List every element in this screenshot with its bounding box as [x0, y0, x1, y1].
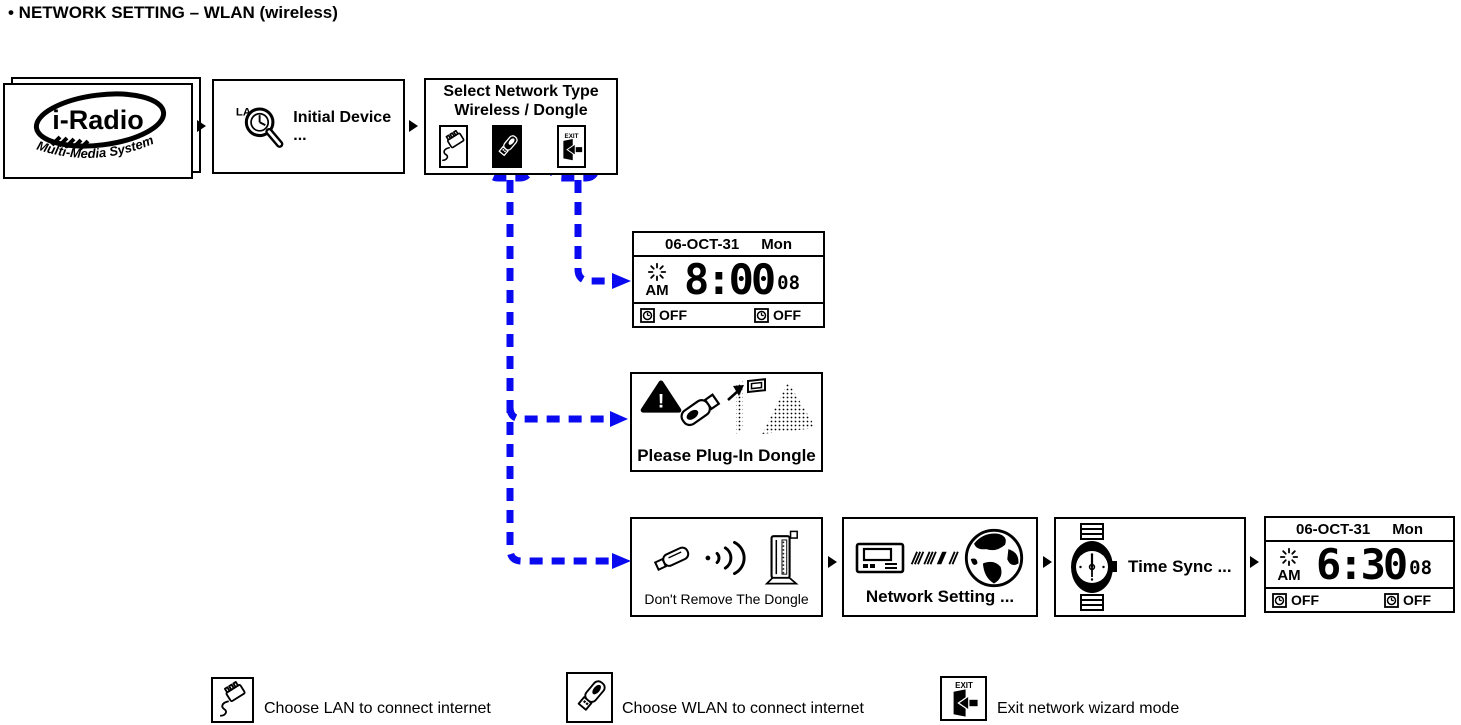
timer-icon: [640, 307, 655, 323]
globe-icon: [964, 528, 1024, 588]
iradio-logo: i-Radio Multi-Media System: [33, 91, 167, 161]
insert-arrow-icon: [727, 385, 744, 401]
alarm-2-state: OFF: [773, 307, 801, 323]
select-network-title-line2: Wireless / Dongle: [454, 102, 588, 119]
clock-date-row: 06-OCT-31 Mon: [1266, 518, 1453, 542]
clock-meridiem: AM: [1277, 566, 1301, 584]
wireless-waves-icon: [705, 540, 746, 576]
clock-time: 6:30: [1316, 539, 1408, 589]
clock-time-row: AM 8:00 08: [634, 257, 823, 302]
alarm-2: OFF: [754, 307, 801, 323]
exit-flow-arrowhead: [612, 273, 631, 289]
clock-seconds: 08: [1409, 557, 1433, 579]
time-sync-label: Time Sync ...: [1128, 557, 1232, 576]
plugin-branch-arrowhead: [610, 411, 628, 427]
exit-icon: EXIT: [953, 680, 978, 717]
clock-day: Mon: [1392, 520, 1424, 538]
alarm-2: OFF: [1384, 592, 1431, 608]
flow-arrow-3: [828, 556, 837, 568]
clock-alarm-row: OFF OFF: [634, 302, 823, 326]
warning-icon: !: [640, 380, 682, 413]
usb-dongle-icon: [577, 680, 606, 711]
alarm-1-state: OFF: [1291, 592, 1319, 608]
network-setting-screen: Network Setting ...: [842, 517, 1038, 617]
lan-option-button[interactable]: [439, 125, 468, 168]
flow-arrow-1: [197, 120, 206, 132]
exit-icon: EXIT: [563, 133, 583, 161]
clock-alarm-row: OFF OFF: [1266, 587, 1453, 611]
timer-icon: [1272, 592, 1287, 608]
sun-icon: [647, 262, 667, 281]
select-network-screen: Select Network Type Wireless / Dongle: [424, 78, 618, 175]
alarm-1: OFF: [640, 307, 687, 323]
usb-dongle-icon: [653, 546, 689, 572]
radio-device-icon: [855, 542, 905, 574]
router-icon: [764, 530, 799, 585]
initial-device-label: Initial Device ...: [293, 108, 392, 144]
clock-seconds: 08: [777, 272, 801, 294]
flow-arrow-4: [1043, 556, 1052, 568]
lan-connector-icon: [442, 129, 465, 162]
initial-device-screen: LA Initial Device ...: [212, 79, 405, 174]
usb-port-icon: [747, 378, 766, 394]
dotted-pyramid: [762, 382, 816, 434]
dont-remove-graphic: [632, 529, 821, 587]
flow-arrow-2: [409, 120, 418, 132]
clock-date: 06-OCT-31: [1295, 520, 1371, 538]
clock-day: Mon: [761, 235, 793, 253]
alarm-1: OFF: [1272, 592, 1319, 608]
clock-time: 8:00: [684, 254, 776, 304]
usb-dongle-icon: [680, 393, 721, 427]
clock-time-row: AM 6:30 08: [1266, 542, 1453, 587]
plug-in-dongle-screen: ! Please Plug-In Dongle: [630, 372, 823, 472]
wlan-option-button[interactable]: [492, 125, 522, 168]
plugin-branch-line: [506, 406, 610, 423]
network-setting-label: Network Setting ...: [865, 587, 1015, 606]
flow-arrow-5: [1250, 556, 1259, 568]
wlan-flow-line: [506, 180, 612, 565]
clock-screen-final: 06-OCT-31 Mon AM 6:30 08 OFF: [1264, 516, 1455, 613]
plug-in-dongle-graphic: [680, 378, 816, 434]
sun-icon: [1279, 547, 1299, 566]
legend-lan-icon-tile: [211, 677, 254, 723]
svg-text:EXIT: EXIT: [565, 133, 579, 140]
dont-remove-dongle-label: Don't Remove The Dongle: [644, 591, 809, 607]
wlan-flow-arrowhead: [612, 553, 631, 569]
plug-in-dongle-label: Please Plug-In Dongle: [637, 446, 816, 465]
time-sync-screen: Time Sync ...: [1054, 517, 1246, 617]
exit-option-button[interactable]: EXIT: [557, 125, 586, 168]
device-search-icon: LA: [236, 106, 284, 148]
svg-text:i-Radio: i-Radio: [52, 105, 144, 135]
clock-meridiem: AM: [645, 281, 669, 299]
dotted-wall: [736, 381, 743, 434]
page-title: • NETWORK SETTING – WLAN (wireless): [8, 3, 338, 22]
usb-dongle-icon-selected: [498, 134, 518, 156]
svg-text:!: !: [658, 390, 665, 412]
legend-wlan-label: Choose WLAN to connect internet: [622, 700, 864, 717]
timer-icon: [754, 307, 769, 323]
legend-lan-label: Choose LAN to connect internet: [264, 700, 491, 717]
legend-exit-label: Exit network wizard mode: [997, 700, 1180, 717]
clock-date: 06-OCT-31: [664, 235, 740, 253]
alarm-2-state: OFF: [1403, 592, 1431, 608]
select-network-title-line1: Select Network Type: [443, 83, 599, 100]
alarm-1-state: OFF: [659, 307, 687, 323]
logo-screen: i-Radio Multi-Media System: [3, 83, 193, 179]
network-setting-graphic: [844, 527, 1036, 589]
legend-wlan-icon-tile: [566, 672, 613, 723]
legend-exit-icon-tile: EXIT: [940, 676, 987, 721]
svg-text:EXIT: EXIT: [955, 680, 973, 689]
dont-remove-dongle-screen: Don't Remove The Dongle: [630, 517, 823, 617]
exit-flow-line: [574, 180, 612, 285]
clock-date-row: 06-OCT-31 Mon: [634, 233, 823, 257]
timer-icon: [1384, 592, 1399, 608]
lan-connector-icon: [219, 681, 246, 717]
data-packets-icon: [910, 551, 959, 565]
wristwatch-icon: [1071, 523, 1117, 611]
clock-screen-exit: 06-OCT-31 Mon AM 8:00 08 OFF: [632, 231, 825, 328]
